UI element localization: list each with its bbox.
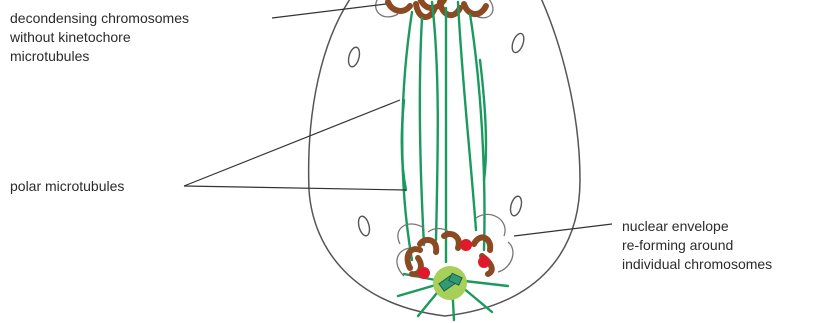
leader-lines <box>184 4 612 236</box>
leader-line-envelope <box>514 224 612 236</box>
label-polar-microtubules: polar microtubules <box>10 177 124 196</box>
leader-line-polar-1 <box>184 100 400 186</box>
label-decondensing-chromosomes: decondensing chromosomes without kinetoc… <box>10 9 189 66</box>
leader-line-decondensing <box>272 4 386 18</box>
leader-line-polar-2 <box>184 186 406 190</box>
polar-microtubules <box>402 2 486 262</box>
label-nuclear-envelope: nuclear envelope re-forming around indiv… <box>622 217 772 274</box>
